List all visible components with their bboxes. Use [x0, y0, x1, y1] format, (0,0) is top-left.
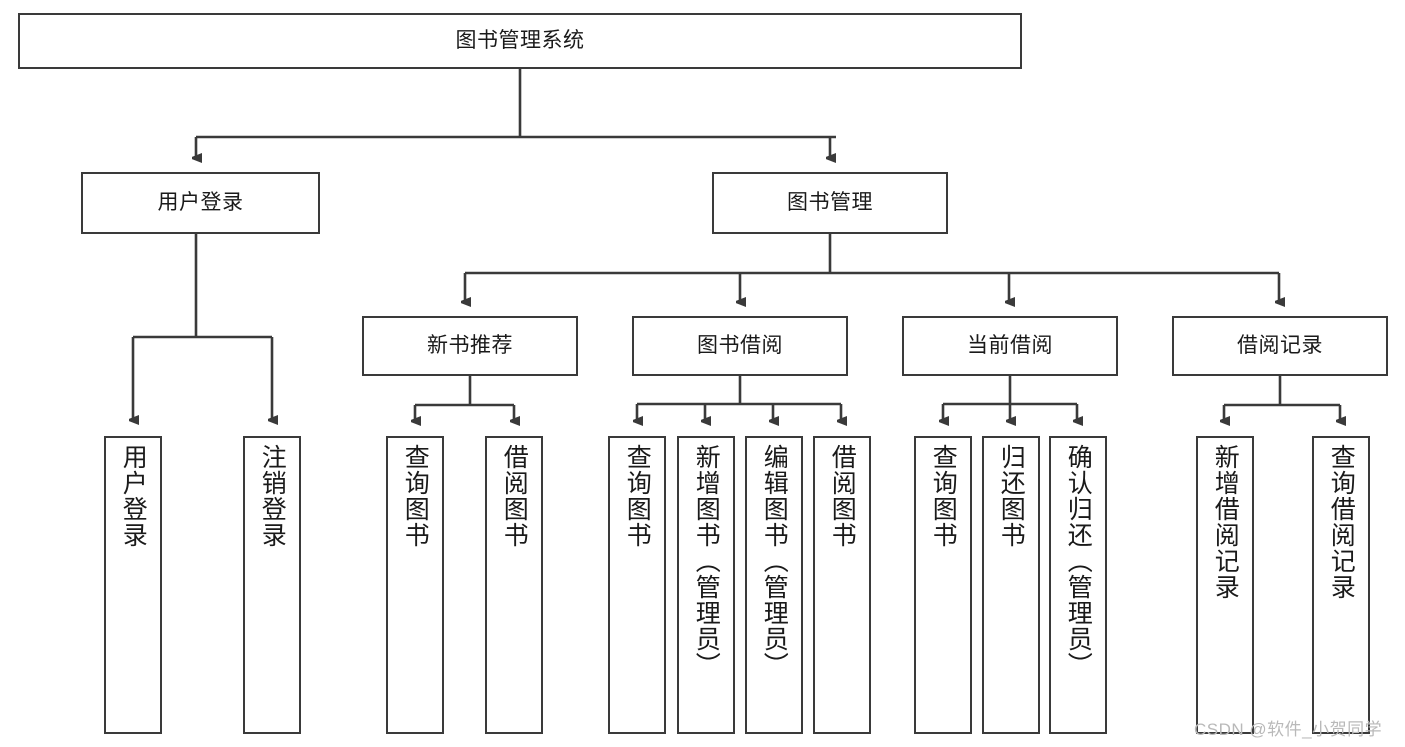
node-leaf-user-login[interactable]: 用户登录	[104, 436, 162, 734]
node-label: 图书借阅	[697, 334, 783, 358]
node-label: 用户登录	[157, 191, 244, 215]
node-label: 查询图书	[929, 444, 958, 548]
node-leaf-add-book-admin[interactable]: 新增图书（管理员）	[677, 436, 735, 734]
node-leaf-add-borrow-record[interactable]: 新增借阅记录	[1196, 436, 1254, 734]
node-leaf-return-book[interactable]: 归还图书	[982, 436, 1040, 734]
node-current-borrow[interactable]: 当前借阅	[902, 316, 1118, 376]
node-label: 新增图书（管理员）	[692, 444, 721, 678]
node-label: 借阅记录	[1237, 334, 1323, 358]
node-root-system[interactable]: 图书管理系统	[18, 13, 1022, 69]
csdn-watermark: CSDN @软件_小贺同学	[1194, 720, 1383, 739]
node-leaf-query-book-borrow[interactable]: 查询图书	[608, 436, 666, 734]
node-label: 图书管理系统	[455, 29, 585, 53]
node-label: 借阅图书	[500, 444, 529, 548]
node-label: 新增借阅记录	[1211, 444, 1240, 600]
node-leaf-borrow-book-recommend[interactable]: 借阅图书	[485, 436, 543, 734]
node-leaf-edit-book-admin[interactable]: 编辑图书（管理员）	[745, 436, 803, 734]
node-label: 当前借阅	[967, 334, 1053, 358]
node-leaf-user-logout[interactable]: 注销登录	[243, 436, 301, 734]
node-label: 查询借阅记录	[1327, 444, 1356, 600]
node-label: 确认归还（管理员）	[1064, 444, 1093, 678]
node-user-login[interactable]: 用户登录	[81, 172, 320, 234]
node-label: 注销登录	[258, 444, 287, 548]
node-leaf-borrow-book[interactable]: 借阅图书	[813, 436, 871, 734]
node-new-book-recommend[interactable]: 新书推荐	[362, 316, 578, 376]
node-label: 图书管理	[787, 191, 873, 215]
node-leaf-query-book-recommend[interactable]: 查询图书	[386, 436, 444, 734]
node-label: 查询图书	[623, 444, 652, 548]
node-leaf-confirm-return-admin[interactable]: 确认归还（管理员）	[1049, 436, 1107, 734]
node-leaf-query-borrow-record[interactable]: 查询借阅记录	[1312, 436, 1370, 734]
node-leaf-query-book-current[interactable]: 查询图书	[914, 436, 972, 734]
node-book-borrow[interactable]: 图书借阅	[632, 316, 848, 376]
node-book-management[interactable]: 图书管理	[712, 172, 948, 234]
node-label: 借阅图书	[828, 444, 857, 548]
node-label: 归还图书	[997, 444, 1026, 548]
node-label: 用户登录	[119, 444, 148, 548]
node-borrow-record[interactable]: 借阅记录	[1172, 316, 1388, 376]
node-label: 编辑图书（管理员）	[760, 444, 789, 678]
node-label: 新书推荐	[427, 334, 513, 358]
node-label: 查询图书	[401, 444, 430, 548]
